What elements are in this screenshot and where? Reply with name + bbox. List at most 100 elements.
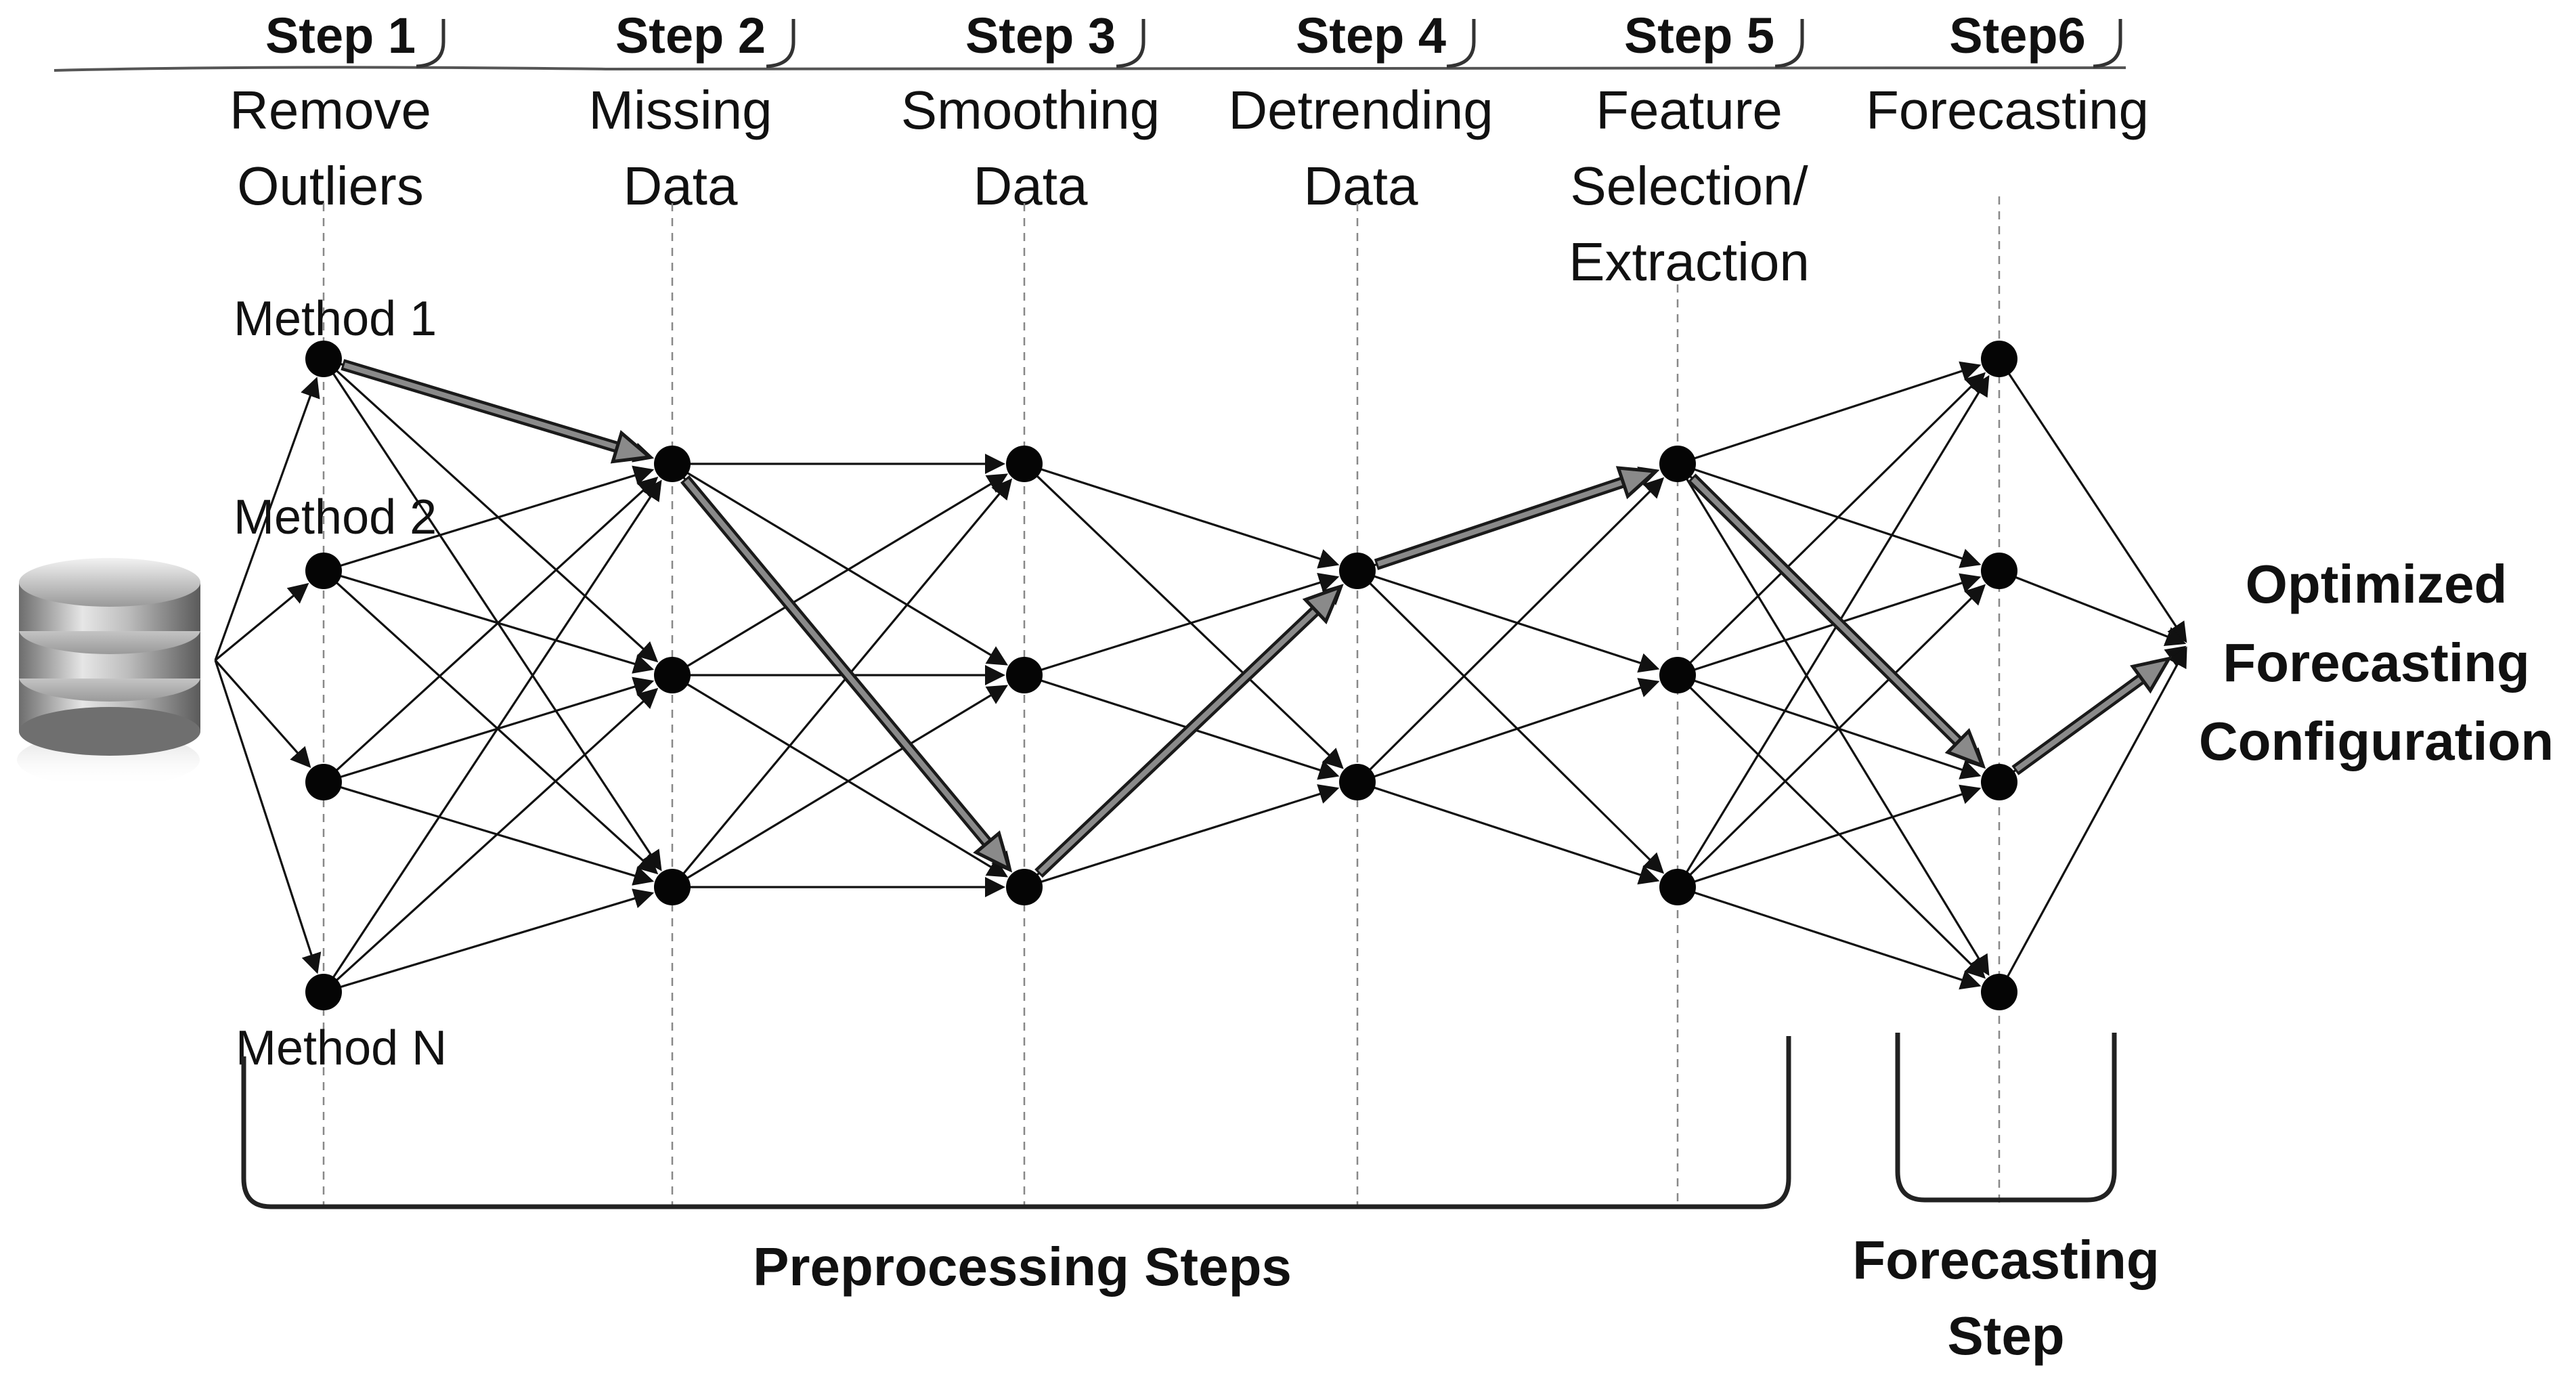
edge-5-2-to-6-4	[1676, 674, 1986, 979]
node-step1-2	[305, 553, 342, 589]
edge-1-2-to-2-3	[322, 569, 659, 875]
highlight-segment-2	[680, 475, 1012, 872]
step-3-label-line-2: Data	[974, 156, 1088, 216]
edge-2-2-to-3-1	[672, 473, 1008, 676]
step-1-label-line-2: Outliers	[237, 156, 424, 216]
preprocessing-steps-label: Preprocessing Steps	[753, 1237, 1292, 1297]
step-curl-3	[1116, 19, 1145, 68]
edge-5-2-to-6-1	[1676, 372, 1986, 676]
edge-2-3-to-3-1	[671, 478, 1013, 888]
method-label-2: Method 2	[234, 490, 437, 544]
node-step4-2	[1339, 764, 1376, 800]
edge-5-2-to-6-3	[1677, 674, 1982, 779]
edge-3-2-to-4-2	[1024, 674, 1340, 780]
node-step5-1	[1659, 446, 1696, 482]
node-step6-1	[1981, 341, 2017, 377]
edge-4-1-to-5-3	[1356, 569, 1665, 874]
edge-2-2-to-3-3	[672, 674, 1009, 878]
node-step2-3	[654, 869, 691, 905]
edge-1-2-to-2-1	[323, 465, 655, 572]
node-step5-2	[1659, 657, 1696, 693]
edge-5-3-to-6-4	[1677, 886, 1982, 990]
edge-1-4-to-2-2	[322, 687, 659, 993]
step-1-label-line-1: Remove	[230, 80, 431, 140]
step-5-label-line-3: Extraction	[1569, 232, 1810, 292]
step-curl-6	[2093, 19, 2122, 68]
edge-6-2-to-output	[1999, 569, 2187, 646]
highlighted-path	[341, 359, 2173, 878]
step-title-3: Step 3	[965, 7, 1116, 64]
step-guides	[322, 196, 2001, 1205]
edge-1-2-to-2-2	[323, 569, 655, 674]
step-6-label-line-1: Forecasting	[1866, 80, 2149, 140]
edge-source-to-1-4	[214, 660, 322, 974]
step-title-4: Step 4	[1296, 7, 1446, 64]
node-step6-3	[1981, 764, 2017, 800]
method-label-n: Method N	[236, 1021, 447, 1075]
edge-5-1-to-6-4	[1676, 463, 1990, 976]
preprocessing-bracket	[241, 1036, 1791, 1209]
edge-1-3-to-2-3	[323, 781, 655, 886]
edge-5-1-to-6-1	[1677, 361, 1982, 465]
node-step1-1	[305, 341, 342, 377]
node-step5-3	[1659, 869, 1696, 905]
node-step6-4	[1981, 974, 2017, 1010]
step-title-5: Step 5	[1624, 7, 1774, 64]
edge-3-3-to-4-2	[1024, 784, 1340, 888]
edge-5-3-to-6-2	[1676, 584, 1986, 888]
edge-3-1-to-4-1	[1024, 463, 1340, 569]
highlight-segment-6	[2011, 655, 2173, 775]
step-5-label-line-1: Feature	[1596, 80, 1783, 140]
node-step2-2	[654, 657, 691, 693]
node-step4-1	[1339, 553, 1376, 589]
edge-1-4-to-2-3	[323, 888, 655, 993]
edge-source-to-1-2	[214, 582, 309, 662]
edge-1-3-to-2-2	[323, 676, 655, 783]
step-curl-4	[1446, 19, 1476, 68]
step-title-1: Step 1	[265, 7, 416, 64]
forecasting-step-label-line2: Step	[1947, 1306, 2064, 1366]
node-step1-3	[305, 764, 342, 800]
header-underline	[53, 66, 2126, 72]
nodes	[305, 341, 2017, 1010]
output-label-line2: Forecasting	[2223, 632, 2529, 693]
step-2-label-line-1: Missing	[588, 80, 772, 140]
step-curl-2	[766, 19, 795, 68]
edge-2-3-to-3-2	[672, 685, 1009, 888]
edge-5-2-to-6-2	[1677, 573, 1982, 676]
step-2-label-line-2: Data	[624, 156, 738, 216]
highlight-segment-3	[1034, 584, 1344, 878]
step-curl-5	[1774, 19, 1804, 68]
edge-1-1-to-2-3	[322, 358, 662, 872]
step-4-label-line-2: Data	[1304, 156, 1418, 216]
highlight-segment-1	[341, 359, 654, 464]
edge-3-2-to-4-1	[1024, 573, 1340, 676]
edge-6-4-to-output	[1998, 646, 2187, 993]
node-step6-2	[1981, 553, 2017, 589]
node-step3-3	[1006, 869, 1043, 905]
edge-3-1-to-4-2	[1023, 463, 1344, 769]
edge-source-to-1-1	[214, 377, 320, 661]
step-5-label-line-2: Selection/	[1570, 156, 1808, 216]
highlight-segment-4	[1374, 466, 1659, 570]
edge-6-1-to-output	[1998, 358, 2187, 643]
edge-4-2-to-5-1	[1356, 477, 1665, 783]
step-title-6: Step6	[1949, 7, 2086, 64]
edge-source-to-1-3	[214, 659, 311, 769]
node-step1-4	[305, 974, 342, 1010]
forecasting-bracket	[1895, 1033, 2117, 1203]
step-3-label-line-1: Smoothing	[901, 80, 1160, 140]
node-step2-1	[654, 446, 691, 482]
edge-4-1-to-5-2	[1357, 569, 1660, 673]
edge-5-1-to-6-2	[1677, 463, 1982, 568]
node-step3-2	[1006, 657, 1043, 693]
method-label-1: Method 1	[234, 292, 437, 346]
